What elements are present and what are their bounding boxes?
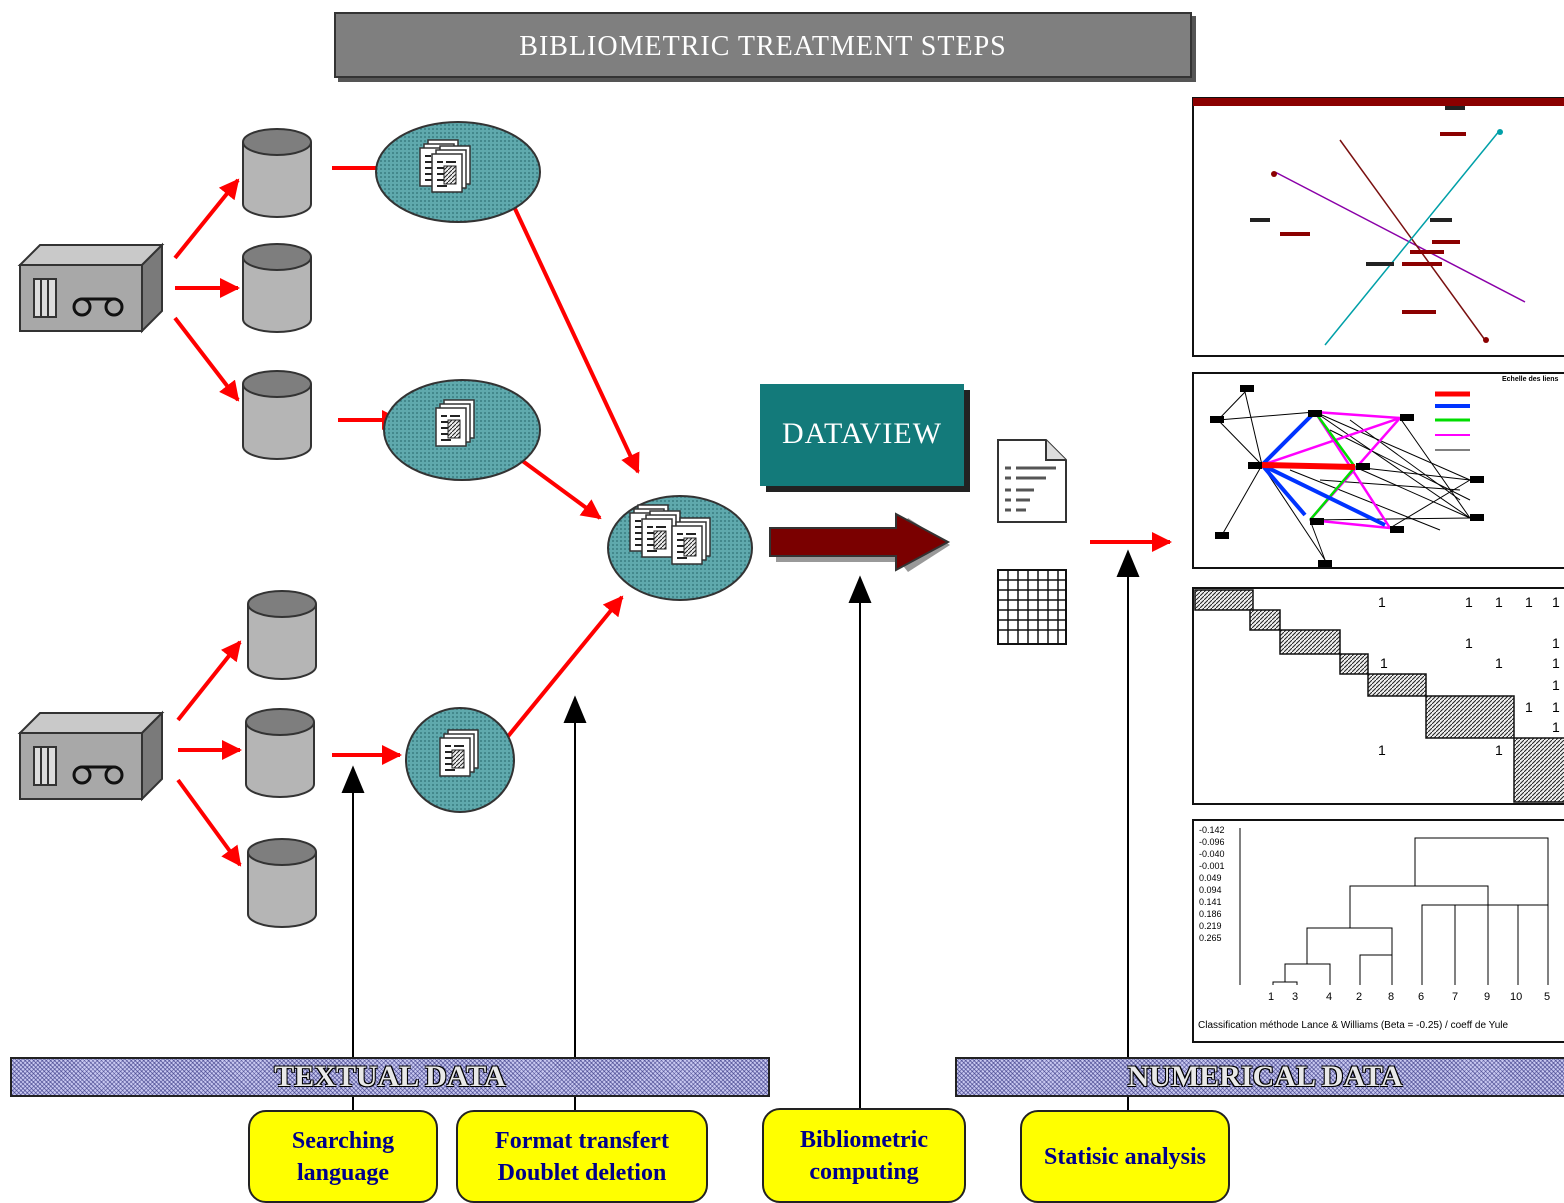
database-cylinder-icon — [247, 590, 317, 680]
step-searching-language: Searching language — [248, 1110, 438, 1203]
leaf-label: 1 — [1268, 991, 1275, 1003]
step-bibliometric-computing: Bibliometric computing — [762, 1108, 966, 1203]
database-cylinder-icon — [245, 708, 315, 798]
leaf-label: 4 — [1326, 991, 1333, 1003]
y-tick-label: -0.096 — [1199, 837, 1225, 847]
legend-title: Echelle des liens — [1502, 376, 1559, 383]
document-set-icon — [405, 707, 515, 813]
block-matrix-panel: 1 1 1 1 1 1 1 1 1 1 1 1 1 1 1 1 — [1192, 587, 1564, 805]
processing-arrow — [769, 512, 951, 572]
step-label: Doublet deletion — [497, 1159, 667, 1186]
y-tick-label: 0.094 — [1199, 885, 1222, 895]
svg-text:1: 1 — [1525, 594, 1533, 610]
svg-text:1: 1 — [1495, 594, 1503, 610]
y-tick-label: -0.040 — [1199, 849, 1225, 859]
y-tick-label: 0.141 — [1199, 897, 1222, 907]
cooccurrence-network-panel: Echelle des liens — [1192, 372, 1564, 569]
leaf-label: 3 — [1292, 991, 1299, 1003]
svg-text:1: 1 — [1552, 635, 1560, 651]
svg-text:1: 1 — [1378, 742, 1386, 758]
database-cylinder-icon — [242, 243, 312, 333]
svg-text:1: 1 — [1495, 655, 1503, 671]
leaf-label: 6 — [1418, 991, 1425, 1003]
data-grid-icon — [997, 569, 1067, 645]
database-cylinder-icon — [242, 370, 312, 460]
svg-text:1: 1 — [1495, 742, 1503, 758]
y-tick-label: 0.219 — [1199, 921, 1222, 931]
dendrogram-panel — [1192, 819, 1564, 1043]
diagram-title: BIBLIOMETRIC TREATMENT STEPS — [334, 12, 1192, 78]
svg-text:1: 1 — [1552, 719, 1560, 735]
step-label: Statisic analysis — [1043, 1143, 1207, 1170]
svg-text:1: 1 — [1380, 655, 1388, 671]
document-set-icon — [383, 379, 541, 481]
svg-text:1: 1 — [1465, 635, 1473, 651]
y-tick-label: 0.049 — [1199, 873, 1222, 883]
svg-text:1: 1 — [1552, 677, 1560, 693]
document-set-icon — [607, 495, 753, 601]
step-statisic-analysis: Statisic analysis — [1020, 1110, 1230, 1203]
leaf-label: 7 — [1452, 991, 1459, 1003]
svg-text:1: 1 — [1378, 594, 1386, 610]
numerical-data-bar: NUMERICAL DATA — [955, 1057, 1564, 1097]
database-cylinder-icon — [242, 128, 312, 218]
dataview-box: DATAVIEW — [760, 384, 964, 486]
svg-text:1: 1 — [1552, 655, 1560, 671]
step-label: language — [296, 1159, 389, 1186]
factorial-plot-panel — [1192, 97, 1564, 357]
leaf-label: 2 — [1356, 991, 1363, 1003]
step-label: Format transfert — [495, 1127, 669, 1154]
database-cylinder-icon — [247, 838, 317, 928]
dendrogram-y-axis: -0.142 -0.096 -0.040 -0.001 0.049 0.094 … — [1199, 824, 1239, 944]
leaf-label: 8 — [1388, 991, 1395, 1003]
textual-data-bar: TEXTUAL DATA — [10, 1057, 770, 1097]
svg-text:1: 1 — [1552, 594, 1560, 610]
step-format-transfert: Format transfert Doublet deletion — [456, 1110, 708, 1203]
database-server-icon — [18, 243, 164, 333]
leaf-label: 9 — [1484, 991, 1491, 1003]
report-document-icon — [997, 439, 1067, 523]
y-tick-label: -0.001 — [1199, 861, 1225, 871]
leaf-label: 5 — [1544, 991, 1551, 1003]
step-label: Searching — [291, 1127, 395, 1154]
svg-text:1: 1 — [1465, 594, 1473, 610]
step-label: computing — [809, 1158, 919, 1185]
leaf-label: 10 — [1510, 991, 1523, 1003]
step-label: Bibliometric — [800, 1126, 928, 1153]
y-tick-label: 0.186 — [1199, 909, 1222, 919]
svg-text:1: 1 — [1525, 699, 1533, 715]
document-set-icon — [375, 121, 541, 223]
y-tick-label: 0.265 — [1199, 933, 1222, 943]
dendrogram-caption: Classification méthode Lance & Williams … — [1198, 1020, 1509, 1031]
y-tick-label: -0.142 — [1199, 825, 1225, 835]
database-server-icon — [18, 711, 164, 801]
svg-text:1: 1 — [1552, 699, 1560, 715]
